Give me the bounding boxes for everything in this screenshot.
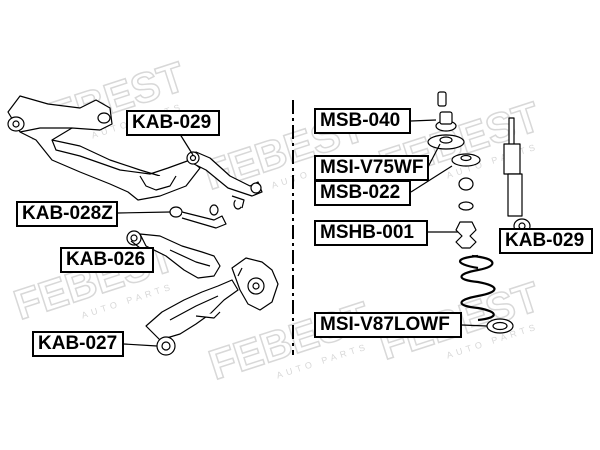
part-label-kab-026: KAB-026 (60, 247, 154, 273)
part-label-mshb-001: MSHB-001 (314, 220, 428, 246)
part-label-kab-029-left: KAB-029 (126, 110, 220, 136)
part-label-msi-v87lowf: MSI-V87LOWF (314, 312, 462, 338)
strut-assembly-drawing (427, 91, 531, 334)
part-label-msi-v75wf: MSI-V75WF (314, 155, 429, 181)
rear-subframe-drawing (7, 95, 279, 356)
part-label-kab-027: KAB-027 (32, 331, 124, 357)
part-label-msb-022: MSB-022 (314, 180, 411, 206)
part-label-kab-028z: KAB-028Z (16, 201, 118, 227)
part-label-kab-029-right: KAB-029 (499, 228, 593, 254)
part-label-msb-040: MSB-040 (314, 108, 411, 134)
